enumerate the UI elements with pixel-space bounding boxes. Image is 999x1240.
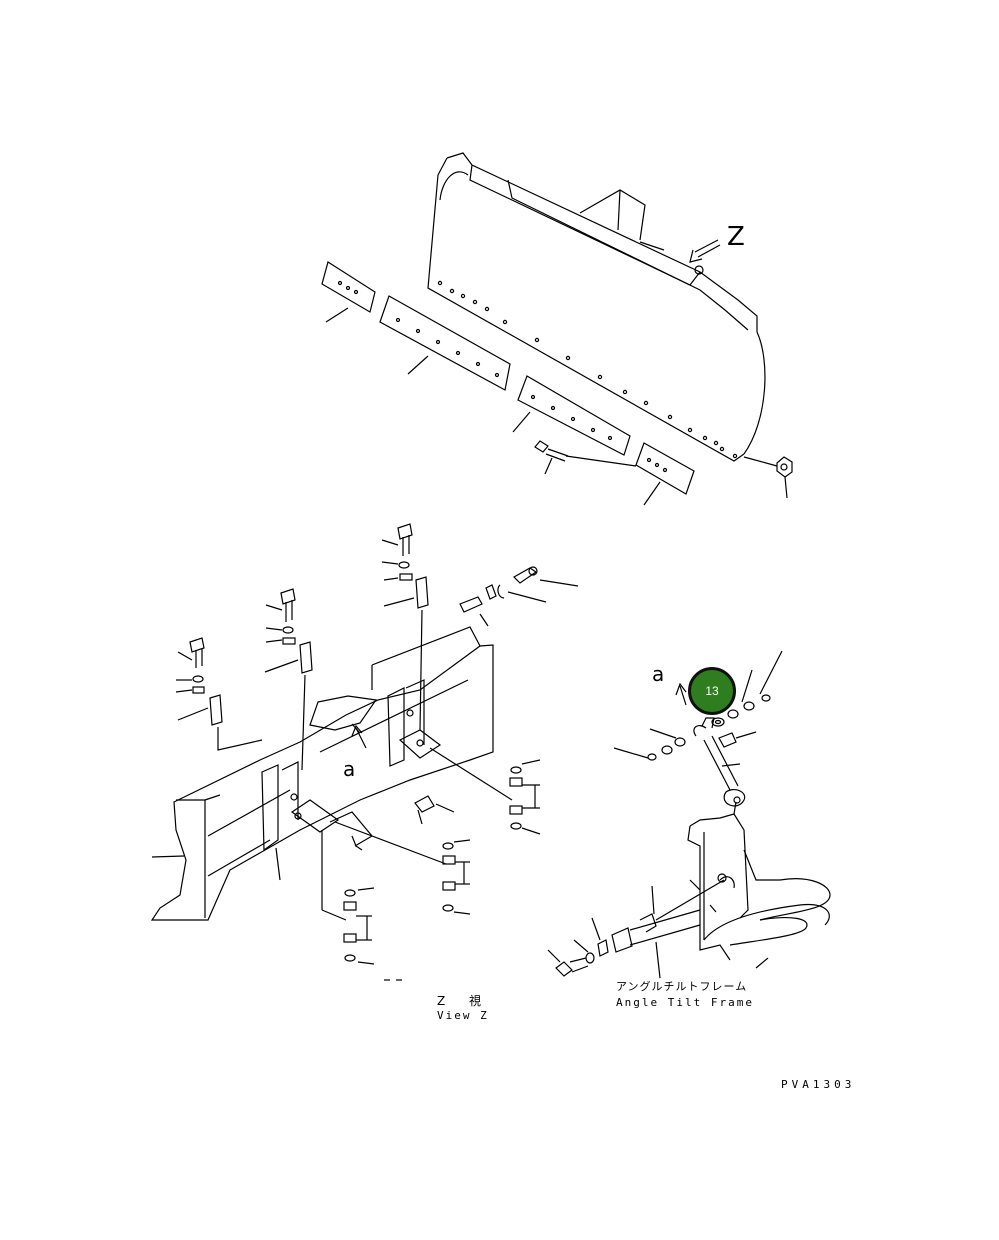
angle-tilt-frame-caption-jp: アングルチルトフレーム <box>616 980 748 993</box>
bracket-right <box>387 679 442 767</box>
bracket-left <box>261 761 340 852</box>
pivot-bolt <box>547 917 609 977</box>
washers-left <box>613 728 686 761</box>
bolt-right <box>381 523 413 581</box>
dozer-blade <box>321 152 793 506</box>
view-z-caption-en: View Z <box>437 1009 489 1022</box>
edge-bolt <box>534 440 637 475</box>
callout-badge-13[interactable]: 13 <box>688 667 736 715</box>
pin-middle <box>264 641 313 771</box>
view-z-arrow <box>689 239 721 263</box>
cutting-edge-1 <box>321 261 376 323</box>
view-z-caption-jp: Z 視 <box>437 994 492 1008</box>
pin-left <box>177 694 263 751</box>
cutting-edge-4 <box>635 442 695 506</box>
cutting-edge-3 <box>512 375 631 456</box>
drawing-code: PVA1303 <box>781 1078 856 1091</box>
bolt-left <box>175 637 205 694</box>
pin-top-long <box>459 566 579 627</box>
edge-nut <box>743 456 793 499</box>
cylinder-right <box>429 747 541 835</box>
grease-fitting <box>718 731 757 748</box>
cutting-edge-2 <box>379 295 511 391</box>
blade-holes <box>437 280 738 459</box>
elbow-fitting <box>414 795 455 825</box>
detail-a-letter-left: a <box>343 757 356 781</box>
cylinder-left <box>321 830 375 965</box>
angle-tilt-frame-caption-en: Angle Tilt Frame <box>616 996 754 1009</box>
view-z-assembly <box>150 523 579 981</box>
pivot-pin <box>611 879 725 953</box>
cylinder-middle <box>334 821 471 915</box>
angle-tilt-frame-detail <box>547 650 831 979</box>
view-z-letter: Z <box>727 222 745 252</box>
pin-right <box>383 576 429 731</box>
bolt-middle <box>265 588 296 645</box>
detail-a-letter-right: a <box>652 662 665 686</box>
washers-top <box>711 650 783 727</box>
tilt-rod <box>693 717 746 807</box>
